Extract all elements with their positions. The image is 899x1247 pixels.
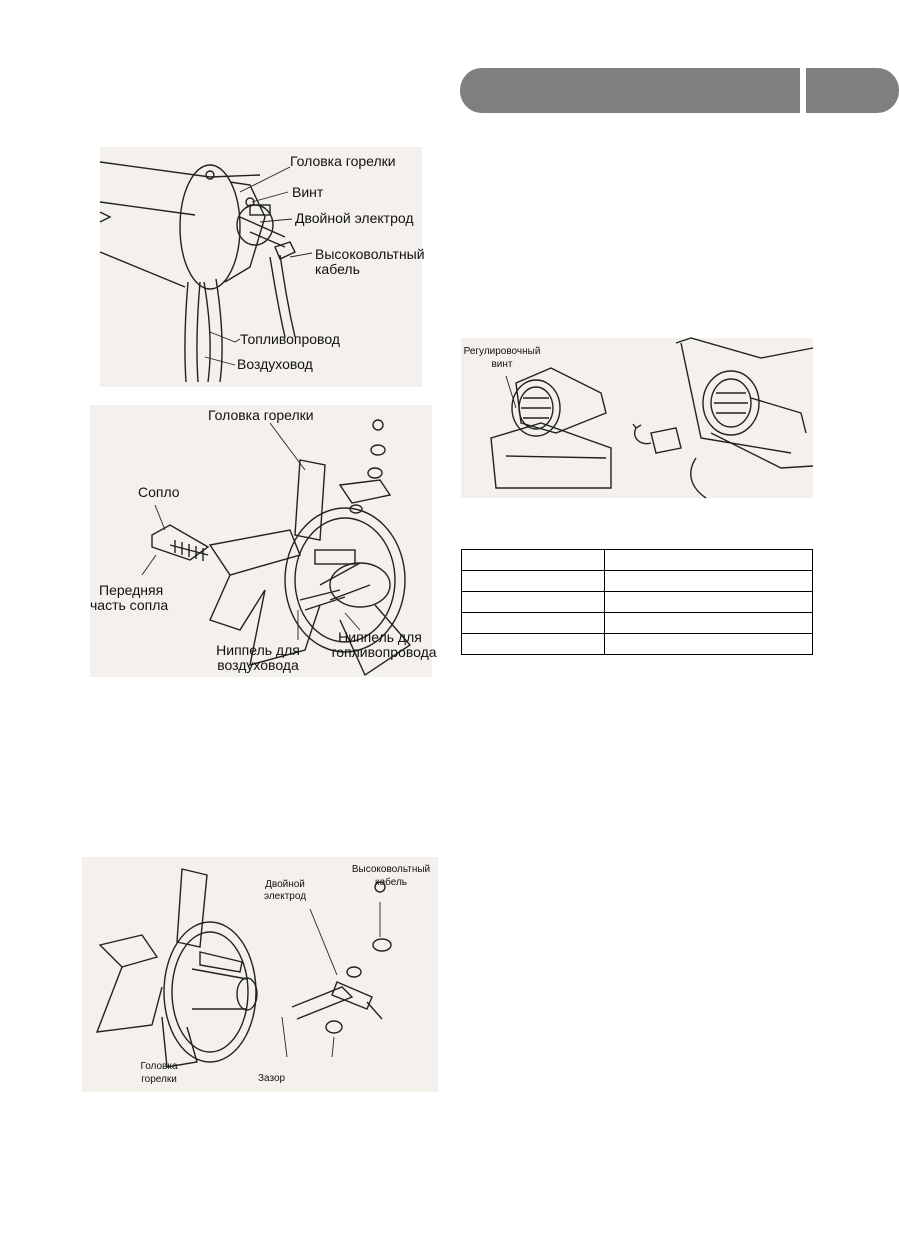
label-burner-head-line2: горелки bbox=[141, 1074, 177, 1085]
table-row bbox=[461, 570, 813, 592]
label-fuel-nipple-line1: Ниппель для bbox=[338, 629, 422, 645]
table-cell bbox=[461, 612, 605, 634]
table-row bbox=[461, 633, 813, 655]
label-air-line: Воздуховод bbox=[237, 356, 313, 372]
table-cell bbox=[604, 612, 813, 634]
label-nozzle: Сопло bbox=[138, 484, 180, 500]
figure-adjustment-screw: Регулировочный винт bbox=[461, 337, 814, 499]
label-double-electrode: Двойной электрод bbox=[295, 210, 414, 226]
table-row bbox=[461, 591, 813, 613]
table-cell bbox=[461, 549, 605, 571]
label-double-electrode-line2: электрод bbox=[263, 891, 307, 902]
table-row bbox=[461, 549, 813, 571]
label-burner-head: Головка горелки bbox=[208, 407, 314, 423]
label-burner-head-line1: Головка bbox=[140, 1061, 178, 1072]
table-cell bbox=[461, 633, 605, 655]
adjustment-screw-drawing bbox=[490, 337, 814, 499]
label-adjust-screw-line2: винт bbox=[491, 359, 513, 370]
label-hv-cable-line2: кабель bbox=[374, 877, 408, 888]
figure-electrode-gap: Двойной электрод Высоковольтный кабель Г… bbox=[82, 857, 438, 1092]
label-fuel-nipple-line2: топливопровода bbox=[330, 644, 437, 660]
label-gap: Зазор bbox=[258, 1073, 286, 1084]
table-cell bbox=[604, 549, 813, 571]
spec-table bbox=[461, 549, 813, 655]
burner-head-assembly-drawing bbox=[99, 161, 313, 383]
page-number-tab bbox=[806, 68, 899, 113]
label-fuel-line: Топливопровод bbox=[240, 331, 340, 347]
table-cell bbox=[604, 570, 813, 592]
label-air-nipple-line2: воздуховода bbox=[217, 657, 299, 673]
label-nozzle-front-line1: Передняя bbox=[99, 582, 164, 598]
section-header-bar bbox=[460, 68, 800, 113]
table-cell bbox=[604, 633, 813, 655]
label-screw: Винт bbox=[292, 184, 324, 200]
figure-burner-head-nozzle: Головка горелки Сопло Передняя часть соп… bbox=[90, 405, 437, 677]
table-cell bbox=[461, 570, 605, 592]
table-row bbox=[461, 612, 813, 634]
table-cell bbox=[604, 591, 813, 613]
label-burner-head: Головка горелки bbox=[290, 153, 396, 169]
label-hv-cable-line2: кабель bbox=[315, 261, 360, 277]
burner-head-nozzle-drawing bbox=[141, 419, 412, 677]
label-air-nipple-line1: Ниппель для bbox=[216, 642, 300, 658]
label-hv-cable-line1: Высоковольтный bbox=[351, 864, 431, 875]
electrode-gap-drawing bbox=[95, 868, 392, 1068]
label-adjust-screw-line1: Регулировочный bbox=[463, 346, 541, 357]
label-hv-cable-line1: Высоковольтный bbox=[315, 246, 425, 262]
label-double-electrode-line1: Двойной bbox=[265, 879, 305, 890]
table-cell bbox=[461, 591, 605, 613]
figure-burner-head-assembly: Головка горелки Винт Двойной электрод Вы… bbox=[99, 147, 425, 387]
label-nozzle-front-line2: часть сопла bbox=[90, 597, 169, 613]
